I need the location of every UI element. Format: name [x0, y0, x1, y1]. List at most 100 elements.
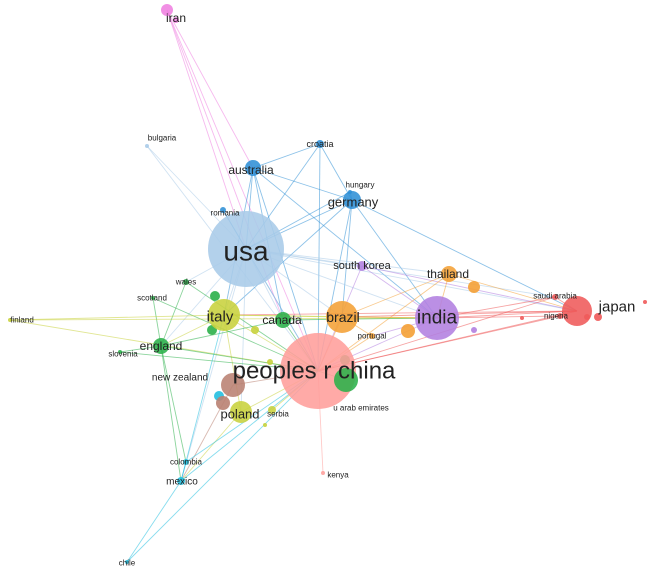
node-germany[interactable]	[343, 191, 361, 209]
label-canada: canada	[262, 313, 302, 327]
minor-node-5	[251, 326, 259, 334]
node-india[interactable]	[415, 296, 459, 340]
link-usa-japan	[245, 248, 578, 312]
label-poland: poland	[220, 407, 259, 422]
link-iran-australia	[166, 9, 254, 169]
node-japan[interactable]	[562, 296, 592, 326]
node-chile[interactable]	[125, 560, 129, 564]
label-brazil: brazil	[326, 309, 359, 325]
minor-node-1	[210, 291, 220, 301]
node-u_arab_emirates[interactable]	[334, 368, 358, 392]
link-mexico-italy	[180, 314, 225, 482]
node-portugal[interactable]	[369, 333, 375, 339]
label-u_arab_emirates: u arab emirates	[333, 404, 389, 413]
node-romania[interactable]	[220, 207, 226, 213]
link-iran-usa	[166, 9, 247, 250]
minor-node-14	[520, 316, 524, 320]
link-mexico-chile	[126, 480, 182, 563]
node-brazil[interactable]	[326, 301, 358, 333]
label-italy: italy	[207, 309, 234, 326]
link-japan-brazil	[341, 310, 578, 318]
label-finland: finland	[10, 316, 34, 325]
label-germany: germany	[328, 195, 379, 210]
label-thailand: thailand	[427, 267, 469, 281]
label-romania: romania	[211, 209, 240, 218]
node-mexico[interactable]	[177, 477, 185, 485]
node-hungary[interactable]	[348, 190, 352, 194]
minor-node-9	[594, 313, 602, 321]
link-germany-italy	[223, 199, 353, 316]
label-colombia: colombia	[170, 458, 203, 467]
links-layer	[9, 9, 578, 563]
node-new_zealand[interactable]	[221, 373, 245, 397]
link-usa-saudi_arabia	[245, 248, 556, 298]
label-japan: japan	[598, 299, 636, 316]
link-canada-england	[160, 319, 284, 347]
node-canada[interactable]	[275, 312, 291, 328]
node-england[interactable]	[153, 338, 169, 354]
node-thailand[interactable]	[441, 266, 457, 282]
link-wales-england	[160, 281, 187, 347]
link-scotland-england	[152, 297, 162, 347]
node-australia[interactable]	[245, 160, 261, 176]
link-iran-peoples_r_china	[166, 9, 319, 372]
link-nigeria-peoples_r_china	[317, 315, 561, 372]
node-nigeria[interactable]	[557, 313, 563, 319]
node-bulgaria[interactable]	[145, 144, 149, 148]
minor-node-4	[216, 396, 230, 410]
label-nigeria: nigeria	[544, 312, 569, 321]
link-poland-mexico	[180, 411, 242, 482]
link-thailand-brazil	[341, 273, 450, 318]
node-kenya[interactable]	[321, 471, 325, 475]
node-saudi_arabia[interactable]	[552, 294, 558, 300]
label-wales: wales	[175, 278, 196, 287]
link-croatia-germany	[319, 143, 353, 201]
label-croatia: croatia	[306, 139, 333, 149]
label-serbia: serbia	[267, 410, 289, 419]
labels-layer: iranbulgariacroatiaaustraliahungarygerma…	[10, 11, 635, 568]
link-japan-india	[436, 310, 578, 319]
link-germany-india	[351, 199, 438, 319]
node-south_korea[interactable]	[357, 261, 367, 271]
label-south_korea: south korea	[333, 260, 391, 272]
node-usa[interactable]	[208, 211, 284, 287]
minor-node-13	[263, 423, 267, 427]
nodes-layer	[8, 4, 647, 564]
label-slovenia: slovenia	[108, 350, 138, 359]
node-poland[interactable]	[230, 401, 252, 423]
minor-node-15	[643, 300, 647, 304]
node-peoples_r_china[interactable]	[280, 333, 356, 409]
link-canada-india	[282, 317, 438, 321]
node-slovenia[interactable]	[118, 350, 122, 354]
node-scotland[interactable]	[151, 296, 155, 300]
node-colombia[interactable]	[183, 459, 189, 465]
link-finland-italy	[9, 314, 225, 321]
node-wales[interactable]	[183, 279, 189, 285]
link-australia-germany	[252, 167, 353, 201]
label-new_zealand: new zealand	[152, 373, 208, 384]
link-chile-peoples_r_china	[126, 370, 319, 563]
minor-node-0	[173, 17, 179, 23]
label-hungary: hungary	[346, 181, 375, 190]
minor-node-8	[468, 281, 480, 293]
link-germany-japan	[351, 199, 578, 312]
link-italy-poland	[223, 314, 242, 413]
label-bulgaria: bulgaria	[148, 134, 177, 143]
label-portugal: portugal	[358, 332, 387, 341]
label-saudi_arabia: saudi arabia	[533, 292, 577, 301]
node-italy[interactable]	[208, 299, 240, 331]
link-croatia-australia	[252, 143, 321, 169]
minor-node-7	[401, 324, 415, 338]
minor-node-11	[471, 327, 477, 333]
label-kenya: kenya	[327, 471, 349, 480]
link-england-mexico	[160, 345, 182, 482]
label-usa: usa	[223, 236, 269, 267]
node-iran[interactable]	[161, 4, 173, 16]
label-england: england	[140, 339, 183, 353]
label-india: india	[417, 308, 458, 329]
node-croatia[interactable]	[316, 140, 324, 148]
label-iran: iran	[166, 11, 186, 25]
node-serbia[interactable]	[268, 406, 276, 414]
node-finland[interactable]	[8, 318, 12, 322]
